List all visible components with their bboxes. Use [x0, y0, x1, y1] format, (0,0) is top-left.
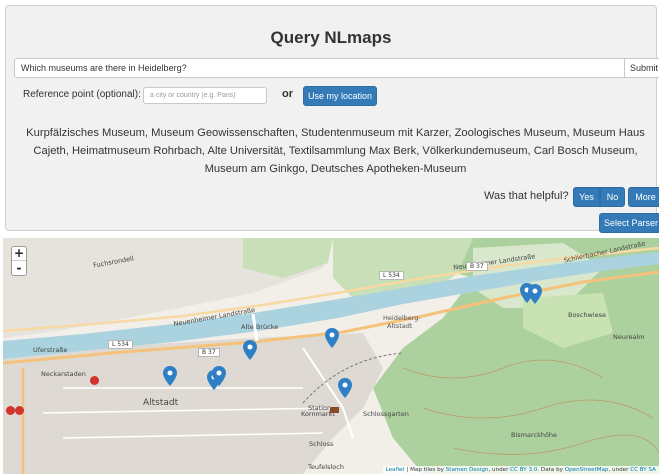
more-button[interactable]: More: [628, 187, 659, 207]
attribution-text-3: . Data by: [537, 467, 565, 473]
map-tiles: [3, 238, 659, 474]
select-parser-button[interactable]: Select Parser: [599, 213, 659, 233]
attribution-text-1: | Map tiles by: [404, 467, 446, 473]
map-label-altstadt: Altstadt: [143, 398, 179, 408]
road-shield-l534-west: L 534: [108, 340, 133, 349]
map-label-heidelberg-altstadt-2: Altstadt: [387, 322, 413, 330]
map-label-kornmarkt: Kornmarkt: [301, 410, 335, 418]
map-label-schloss: Schloss: [309, 440, 334, 448]
museum-marker[interactable]: [243, 340, 257, 360]
map-view[interactable]: + - Fuchsrondell Neuenheimer Landstraße …: [3, 238, 659, 474]
map-label-heidelberg-altstadt-1: Heidelberg-: [383, 314, 421, 322]
query-input[interactable]: [14, 58, 625, 78]
reference-label: Reference point (optional):: [23, 89, 141, 100]
helpful-question: Was that helpful?: [484, 190, 569, 202]
cc-by-link[interactable]: CC BY 3.0: [510, 467, 538, 473]
zoom-in-button[interactable]: +: [12, 246, 26, 261]
road-shield-b37-west: B 37: [198, 348, 220, 357]
museum-marker[interactable]: [325, 328, 339, 348]
map-label-station: Station: [308, 404, 332, 412]
no-button[interactable]: No: [600, 187, 625, 207]
map-label-neckarstaden: Neckarstaden: [41, 370, 86, 378]
stamen-link[interactable]: Stamen Design: [445, 467, 489, 473]
train-station-icon: [15, 406, 24, 415]
road-shield-b37-east: B 37: [466, 262, 488, 271]
yes-button[interactable]: Yes: [573, 187, 600, 207]
museum-marker[interactable]: [212, 366, 226, 386]
query-panel: Query NLmaps Submit Reference point (opt…: [5, 5, 659, 233]
cc-by-sa-link[interactable]: CC BY SA: [630, 467, 656, 473]
road-shield-l534-east: L 534: [379, 271, 404, 280]
attribution-text-4: , under: [608, 467, 631, 473]
reference-input[interactable]: [143, 87, 267, 104]
zoom-control: + -: [11, 246, 27, 276]
attribution-text-2: , under: [488, 467, 511, 473]
submit-button[interactable]: Submit: [624, 58, 659, 78]
zoom-out-button[interactable]: -: [12, 261, 26, 275]
museum-marker[interactable]: [338, 378, 352, 398]
train-station-icon: [90, 376, 99, 385]
map-label-alte-bruecke: Alte Brücke: [241, 323, 279, 331]
museum-marker[interactable]: [163, 366, 177, 386]
map-label-bismarckhoehe: Bismarckhöhe: [511, 431, 558, 439]
train-station-icon: [6, 406, 15, 415]
map-label-neurealm: Neurealm: [613, 333, 645, 341]
museum-marker[interactable]: [528, 284, 542, 304]
answer-text: Kurpfälzisches Museum, Museum Geowissens…: [26, 127, 645, 175]
osm-link[interactable]: OpenStreetMap: [564, 467, 609, 473]
leaflet-link[interactable]: Leaflet: [385, 467, 405, 473]
map-label-teufelsloch: Teufelsloch: [308, 463, 344, 471]
or-label: or: [282, 88, 293, 100]
map-label-uferstrasse: Uferstraße: [33, 346, 68, 354]
use-my-location-button[interactable]: Use my location: [303, 86, 377, 106]
page-title: Query NLmaps: [270, 28, 392, 47]
castle-icon: [330, 407, 339, 413]
query-row: Submit: [14, 58, 659, 80]
map-attribution: Leaflet | Map tiles by Stamen Design, un…: [382, 466, 659, 474]
map-label-boschwiese: Boschwiese: [568, 311, 607, 319]
map-label-schlossgarten: Schlossgarten: [363, 410, 409, 418]
